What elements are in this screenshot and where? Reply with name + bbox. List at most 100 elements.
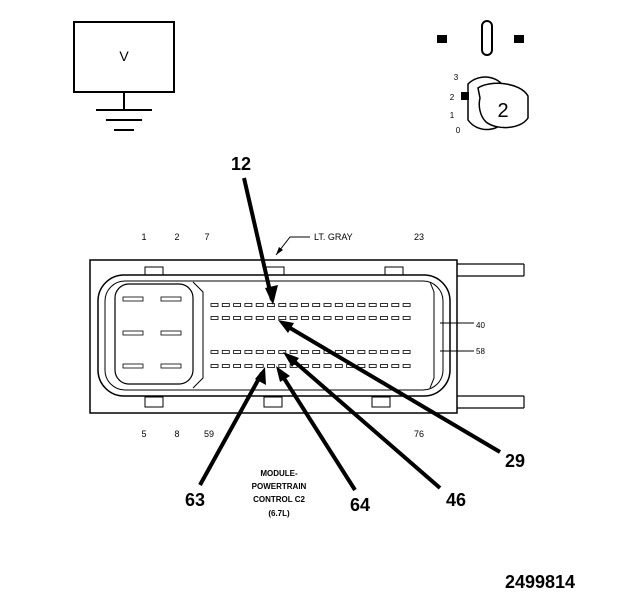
pin-label-7: 7	[204, 232, 209, 242]
pin-label-5: 5	[141, 429, 146, 439]
signal-pin-cavity	[300, 350, 309, 354]
signal-pin-cavity	[221, 364, 230, 368]
signal-pin-cavity	[380, 350, 388, 354]
signal-pin-cavity	[357, 316, 366, 320]
signal-pin-cavity	[334, 316, 343, 320]
signal-pin-cavity	[380, 364, 388, 368]
row-label-40: 40	[476, 321, 485, 330]
dial-setting: 2	[497, 100, 508, 122]
signal-pin-cavity	[267, 364, 275, 368]
signal-pin-cavity	[402, 316, 411, 320]
signal-pin-cavity	[334, 303, 343, 307]
signal-pin-cavity	[244, 350, 253, 354]
signal-pin-cavity	[357, 303, 366, 307]
module-label-line-4: (6.7L)	[268, 509, 290, 518]
signal-pin-cavity	[391, 303, 400, 307]
signal-pin-cavity	[278, 303, 287, 307]
dial-position-3: 3	[454, 73, 459, 82]
signal-pin-cavity	[267, 303, 275, 307]
signal-pin-cavity	[278, 350, 287, 354]
callout-46: 46	[446, 490, 466, 510]
signal-pin-cavity	[346, 350, 355, 354]
signal-pin-cavity	[357, 350, 366, 354]
voltmeter-symbol: V	[73, 21, 175, 131]
pin-label-59: 59	[204, 429, 214, 439]
signal-pin-cavity	[300, 303, 309, 307]
module-label-line-3: CONTROL C2	[253, 495, 305, 504]
ground-icon	[96, 109, 152, 131]
signal-pin-cavity	[289, 303, 298, 307]
power-pin-cavity	[122, 363, 144, 369]
signal-pin-cavity	[210, 350, 219, 354]
signal-pin-cavity	[289, 316, 298, 320]
signal-pin-cavity	[368, 316, 377, 320]
signal-pin-cavity	[391, 316, 400, 320]
figure-number: 2499814	[505, 572, 575, 592]
callout-12: 12	[231, 154, 251, 174]
signal-pin-cavity	[346, 303, 355, 307]
signal-pin-cavity	[300, 316, 309, 320]
signal-pin-cavity	[233, 364, 242, 368]
power-pin-cavity	[160, 363, 182, 369]
signal-pin-cavity	[391, 350, 400, 354]
row-label-58: 58	[476, 347, 485, 356]
signal-pin-cavity	[289, 350, 298, 354]
pin-label-76: 76	[414, 429, 424, 439]
signal-pin-cavity	[233, 316, 242, 320]
signal-pin-cavity	[233, 350, 242, 354]
signal-pin-cavity	[380, 303, 388, 307]
signal-pin-cavity	[244, 303, 253, 307]
signal-pin-cavity	[267, 350, 275, 354]
signal-pin-cavity	[221, 316, 230, 320]
signal-pin-cavity	[346, 316, 355, 320]
dial-position-0: 0	[456, 126, 461, 135]
signal-pin-cavity	[255, 350, 264, 354]
selector-dial: 3 2 1 0 2	[450, 73, 529, 135]
signal-pin-cavity	[210, 303, 219, 307]
signal-pin-cavity	[323, 364, 332, 368]
pin-label-8: 8	[174, 429, 179, 439]
signal-pin-cavity	[368, 350, 377, 354]
dial-position-2: 2	[450, 93, 455, 102]
signal-pin-cavity	[368, 303, 377, 307]
signal-pin-cavity	[312, 350, 321, 354]
signal-pin-cavity	[210, 364, 219, 368]
signal-pin-cavity	[267, 316, 275, 320]
signal-pin-cavity	[244, 364, 253, 368]
signal-pin-cavity	[244, 316, 253, 320]
signal-pin-cavity	[334, 364, 343, 368]
module-label-line-1: MODULE-	[260, 469, 298, 478]
signal-pin-cavity	[221, 303, 230, 307]
signal-pin-cavity	[368, 364, 377, 368]
signal-pin-cavity	[380, 316, 388, 320]
pin-label-23: 23	[414, 232, 424, 242]
signal-pin-cavity	[210, 316, 219, 320]
connector-c2	[89, 259, 525, 414]
signal-pin-cavity	[391, 364, 400, 368]
callout-29: 29	[505, 451, 525, 471]
signal-pin-cavity	[402, 350, 411, 354]
signal-pin-cavity	[323, 316, 332, 320]
module-label: MODULE- POWERTRAIN CONTROL C2 (6.7L)	[252, 469, 307, 518]
signal-pin-cavity	[255, 364, 264, 368]
signal-pin-cavity	[334, 350, 343, 354]
callout-arrows	[198, 177, 502, 492]
power-pin-cavity	[122, 296, 144, 302]
power-pin-cavity	[122, 330, 144, 336]
pin-label-2: 2	[174, 232, 179, 242]
signal-pin-cavity	[255, 316, 264, 320]
signal-pin-cavity	[402, 303, 411, 307]
signal-pin-cavity	[255, 303, 264, 307]
dial-position-1: 1	[450, 111, 455, 120]
signal-pin-cavity	[233, 303, 242, 307]
signal-pin-cavity	[323, 303, 332, 307]
connector-color-label: LT. GRAY	[314, 232, 353, 242]
pin-label-1: 1	[141, 232, 146, 242]
power-pin-cavity	[160, 330, 182, 336]
signal-pin-cavity	[312, 364, 321, 368]
signal-pin-cavity	[402, 364, 411, 368]
power-pin-cavity	[160, 296, 182, 302]
signal-pin-cavity	[221, 350, 230, 354]
callout-64: 64	[350, 495, 370, 515]
signal-pin-cavity	[278, 364, 287, 368]
